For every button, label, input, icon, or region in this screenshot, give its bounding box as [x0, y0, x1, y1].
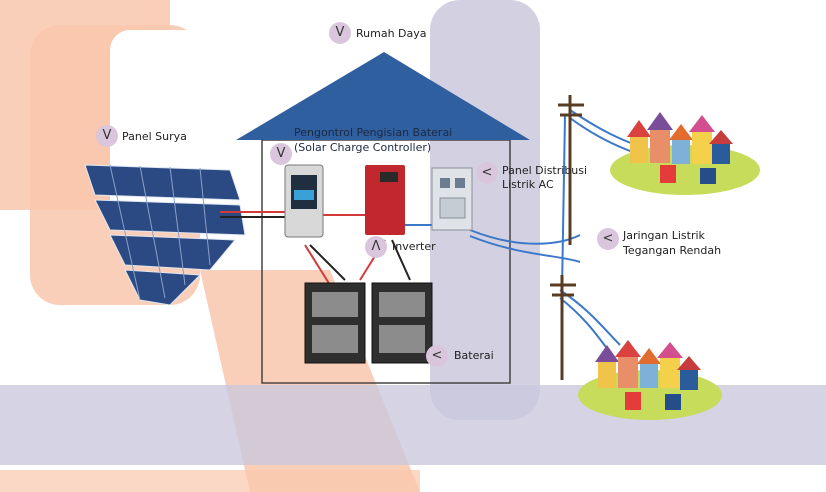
marker-panel-surya: V [96, 125, 118, 147]
marker-panel-distribusi: < [476, 162, 498, 184]
village-top [610, 112, 760, 195]
label-controller-line1: Pengontrol Pengisian Baterai [294, 126, 453, 139]
marker-rumah-daya: V [329, 22, 351, 44]
label-panel-distribusi-line1: Panel Distribusi [502, 164, 588, 177]
label-jaringan-line1: Jaringan Listrik [623, 229, 705, 242]
inverter-unit [365, 165, 405, 235]
village-bottom [578, 340, 722, 420]
utility-pole [550, 95, 584, 380]
label-inverter: Inverter [392, 240, 436, 253]
charge-controller [284, 164, 324, 238]
label-panel-surya: Panel Surya [122, 130, 187, 143]
marker-baterai: < [426, 345, 448, 367]
marker-inverter: Λ [365, 236, 387, 258]
battery-bank [304, 282, 433, 364]
house [236, 52, 530, 384]
dc-wiring [220, 211, 411, 286]
label-controller-line2: (Solar Charge Controller) [294, 141, 432, 154]
label-jaringan-line2: Tegangan Rendah [623, 244, 722, 257]
label-panel-distribusi-line2: Listrik AC [502, 178, 554, 191]
label-baterai: Baterai [454, 349, 494, 362]
marker-controller: V [270, 143, 292, 165]
solar-panel-array [84, 164, 246, 306]
label-rumah-daya: Rumah Daya [356, 27, 427, 40]
distribution-panel [431, 167, 473, 231]
marker-jaringan: < [597, 228, 619, 250]
